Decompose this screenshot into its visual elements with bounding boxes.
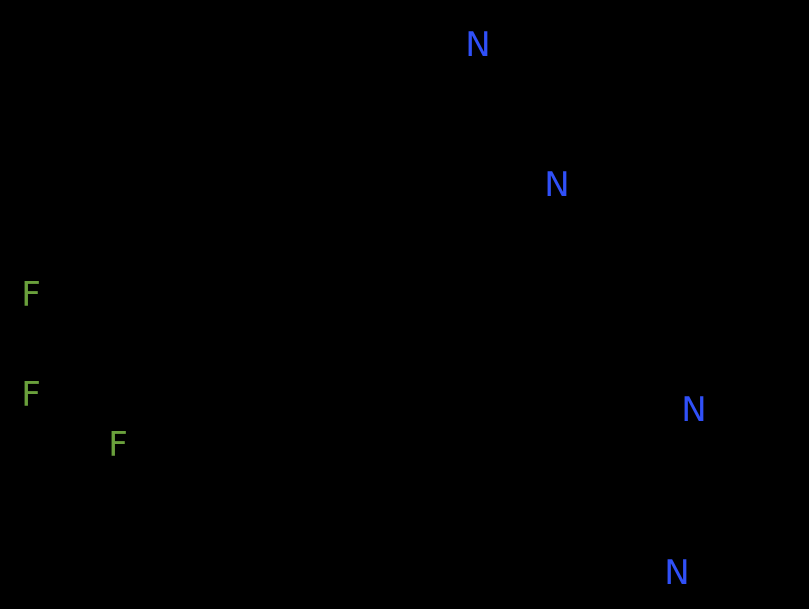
atom-fluorine-1: F <box>21 275 41 315</box>
atom-nitrogen-2: N <box>544 165 570 205</box>
atom-fluorine-2: F <box>21 375 41 415</box>
atom-nitrogen-3: N <box>681 390 707 430</box>
atom-fluorine-3: F <box>108 425 128 465</box>
atom-nitrogen-4: N <box>664 553 690 593</box>
atom-nitrogen-1: N <box>465 25 491 65</box>
